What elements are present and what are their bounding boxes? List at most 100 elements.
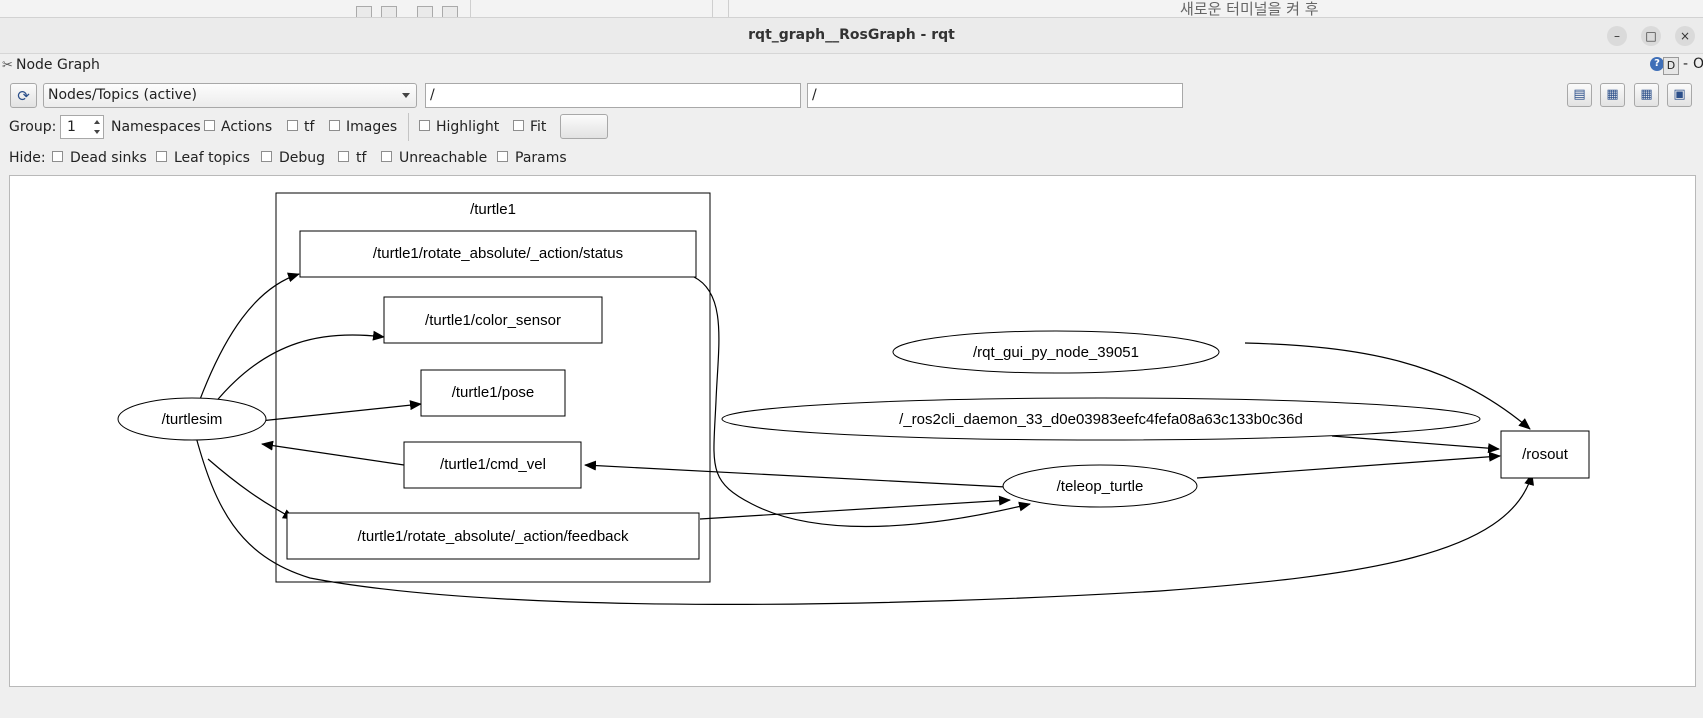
topic-cmd-vel[interactable]: /turtle1/cmd_vel bbox=[403, 441, 582, 489]
topic-status[interactable]: /turtle1/rotate_absolute/_action/status bbox=[299, 230, 697, 278]
divider bbox=[408, 113, 409, 141]
background-toolbar-icon bbox=[442, 6, 458, 18]
node-teleop-label: /teleop_turtle bbox=[1057, 478, 1144, 495]
node-turtlesim[interactable]: /turtlesim bbox=[117, 397, 267, 441]
save-dot-button[interactable]: ▦ bbox=[1600, 83, 1625, 107]
window-title: rqt_graph__RosGraph - rqt bbox=[748, 27, 955, 43]
save-svg-button[interactable]: ▦ bbox=[1634, 83, 1659, 107]
actions-label: Actions bbox=[221, 119, 273, 135]
edge-turtlesim-status bbox=[198, 272, 300, 403]
graph-svg: /turtle1 /turtlesim /teleop_turtle bbox=[117, 192, 1590, 605]
fit-label: Fit bbox=[530, 119, 547, 135]
tf-checkbox[interactable] bbox=[287, 120, 298, 131]
tf-label: tf bbox=[304, 119, 315, 135]
topic-color-sensor-label: /turtle1/color_sensor bbox=[425, 312, 561, 329]
node-turtlesim-label: /turtlesim bbox=[162, 411, 223, 428]
save-dot-icon: ▦ bbox=[1606, 87, 1619, 102]
window-titlebar[interactable]: rqt_graph__RosGraph - rqt – □ × bbox=[0, 17, 1703, 54]
topic-color-sensor[interactable]: /turtle1/color_sensor bbox=[383, 296, 603, 344]
node-daemon-label: /_ros2cli_daemon_33_d0e03983eefc4fefa08a… bbox=[899, 411, 1303, 428]
background-toolbar-icon bbox=[356, 6, 372, 18]
refresh-button[interactable]: ⟳ bbox=[10, 83, 37, 108]
params-label: Params bbox=[515, 150, 567, 166]
group-label: Group: bbox=[9, 119, 57, 135]
dead-sinks-checkbox[interactable] bbox=[52, 151, 63, 162]
unreachable-checkbox[interactable] bbox=[381, 151, 392, 162]
actions-checkbox[interactable] bbox=[204, 120, 215, 131]
topic-filter-input[interactable]: / bbox=[807, 83, 1183, 108]
node-rqt-gui-label: /rqt_gui_py_node_39051 bbox=[973, 344, 1139, 361]
edge-daemon-rosout bbox=[1331, 435, 1500, 454]
spin-down-icon[interactable] bbox=[94, 130, 100, 134]
divider bbox=[728, 0, 729, 18]
fit-checkbox[interactable] bbox=[513, 120, 524, 131]
namespaces-label: Namespaces bbox=[111, 119, 201, 135]
edge-turtlesim-feedback bbox=[207, 458, 295, 520]
minimize-button[interactable]: – bbox=[1607, 26, 1627, 46]
node-rosout[interactable]: /rosout bbox=[1500, 430, 1590, 479]
edge-feedback-teleop bbox=[699, 495, 1011, 520]
dock-button[interactable]: D bbox=[1663, 57, 1679, 75]
highlight-checkbox[interactable] bbox=[419, 120, 430, 131]
images-checkbox[interactable] bbox=[329, 120, 340, 131]
spin-up-icon[interactable] bbox=[94, 120, 100, 124]
leaf-topics-checkbox[interactable] bbox=[156, 151, 167, 162]
mode-select-value: Nodes/Topics (active) bbox=[48, 87, 197, 103]
edge-teleop-cmdvel bbox=[584, 460, 1007, 488]
close-plugin-button[interactable]: O bbox=[1693, 56, 1703, 72]
cluster-turtle1 bbox=[275, 192, 711, 583]
save-svg-icon: ▦ bbox=[1640, 87, 1653, 102]
plugin-title: Node Graph bbox=[16, 57, 100, 73]
maximize-button[interactable]: □ bbox=[1641, 26, 1661, 46]
help-button[interactable]: ? bbox=[1650, 57, 1664, 71]
node-ros2cli-daemon[interactable]: /_ros2cli_daemon_33_d0e03983eefc4fefa08a… bbox=[721, 397, 1481, 441]
dead-sinks-label: Dead sinks bbox=[70, 150, 147, 166]
image-icon: ▣ bbox=[1673, 87, 1686, 102]
topic-cmd-vel-label: /turtle1/cmd_vel bbox=[440, 456, 546, 473]
fit-in-view-button[interactable] bbox=[560, 114, 608, 139]
highlight-label: Highlight bbox=[436, 119, 500, 135]
edge-turtlesim-rosout bbox=[195, 436, 1534, 605]
topic-status-label: /turtle1/rotate_absolute/_action/status bbox=[373, 245, 623, 262]
background-window-title: 새로운 터미널을 켜 후 bbox=[1180, 0, 1319, 18]
close-button[interactable]: × bbox=[1675, 26, 1695, 46]
refresh-icon: ⟳ bbox=[17, 87, 30, 105]
chevron-down-icon bbox=[402, 93, 410, 98]
edge-cmdvel-turtlesim bbox=[261, 440, 405, 466]
node-rqt-gui[interactable]: /rqt_gui_py_node_39051 bbox=[892, 330, 1220, 374]
mode-select[interactable]: Nodes/Topics (active) bbox=[43, 83, 417, 108]
leaf-topics-label: Leaf topics bbox=[174, 150, 250, 166]
hide-tf-checkbox[interactable] bbox=[338, 151, 349, 162]
debug-checkbox[interactable] bbox=[261, 151, 272, 162]
tools-icon: ✂ bbox=[2, 58, 13, 73]
topic-feedback[interactable]: /turtle1/rotate_absolute/_action/feedbac… bbox=[286, 512, 700, 560]
node-teleop-turtle[interactable]: /teleop_turtle bbox=[1002, 464, 1198, 508]
node-rosout-label: /rosout bbox=[1522, 446, 1569, 463]
group-value: 1 bbox=[67, 119, 76, 135]
topic-pose-label: /turtle1/pose bbox=[452, 384, 535, 401]
load-dot-button[interactable]: ▤ bbox=[1567, 83, 1592, 107]
hide-label: Hide: bbox=[9, 150, 46, 166]
edge-turtlesim-color bbox=[213, 330, 385, 405]
background-toolbar-icon bbox=[381, 6, 397, 18]
unreachable-label: Unreachable bbox=[399, 150, 488, 166]
params-checkbox[interactable] bbox=[497, 151, 508, 162]
group-spinbox[interactable]: 1 bbox=[60, 115, 104, 139]
open-file-icon: ▤ bbox=[1573, 87, 1586, 102]
edge-teleop-rosout bbox=[1196, 451, 1501, 479]
divider bbox=[470, 0, 471, 18]
edge-status-teleop bbox=[693, 276, 1031, 528]
topic-feedback-label: /turtle1/rotate_absolute/_action/feedbac… bbox=[357, 528, 629, 545]
divider bbox=[712, 0, 713, 18]
node-filter-input[interactable]: / bbox=[425, 83, 801, 108]
graph-edges bbox=[195, 272, 1534, 605]
background-window: 새로운 터미널을 켜 후 bbox=[0, 0, 1703, 18]
background-toolbar-icon bbox=[417, 6, 433, 18]
edge-rqtgui-rosout bbox=[1244, 342, 1531, 430]
topic-pose[interactable]: /turtle1/pose bbox=[420, 369, 566, 417]
save-image-button[interactable]: ▣ bbox=[1667, 83, 1692, 107]
graph-canvas[interactable]: /turtle1 /turtlesim /teleop_turtle bbox=[9, 175, 1696, 687]
edge-turtlesim-pose bbox=[259, 400, 422, 422]
debug-label: Debug bbox=[279, 150, 326, 166]
minimize-plugin-button[interactable]: - bbox=[1683, 56, 1689, 72]
